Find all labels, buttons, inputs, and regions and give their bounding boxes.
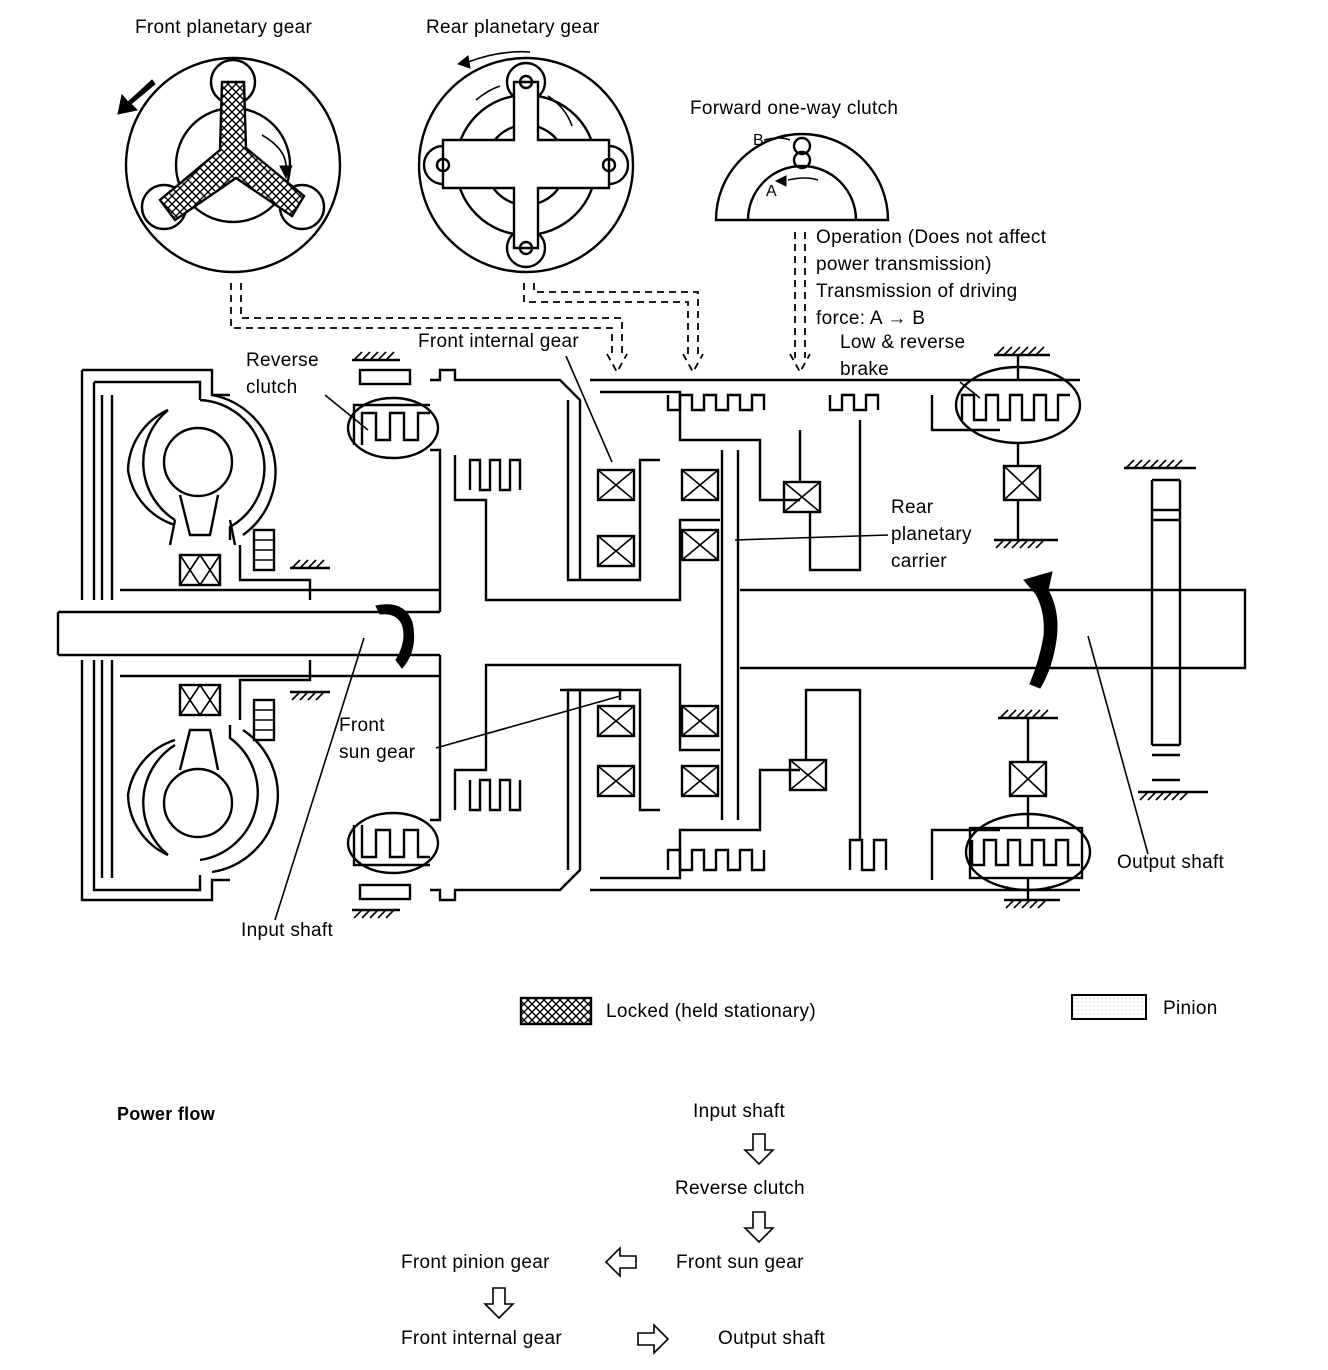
flow-front-sun-gear: Front sun gear xyxy=(676,1252,804,1273)
operation-note-line-4: force: A → B xyxy=(816,308,926,329)
flow-front-internal-gear: Front internal gear xyxy=(401,1328,562,1349)
operation-note-line-2: power transmission) xyxy=(816,254,992,275)
output-gear-drawing xyxy=(1124,459,1208,801)
output-shaft-label: Output shaft xyxy=(1117,852,1225,873)
rear-planetary-gear-label: Rear planetary gear xyxy=(426,17,600,38)
rear-planetary-gear-drawing xyxy=(417,50,635,274)
low-reverse-brake-label: Low & reverse brake xyxy=(840,329,965,383)
leader-lines xyxy=(274,355,1149,921)
front-internal-gear-label: Front internal gear xyxy=(418,331,579,352)
reverse-clutch-label: Reverse clutch xyxy=(246,347,319,401)
power-flow-arrows xyxy=(483,1133,775,1355)
arrow-right xyxy=(637,1323,670,1355)
input-shaft-label: Input shaft xyxy=(241,920,334,941)
front-sun-gear-label: Front sun gear xyxy=(339,712,415,766)
low-reverse-brake-drawing xyxy=(954,346,1092,909)
reverse-clutch-line-1: Reverse xyxy=(246,350,319,371)
flow-input-shaft: Input shaft xyxy=(693,1101,786,1122)
legend-drawing xyxy=(519,994,1147,1026)
arrow-left xyxy=(604,1246,637,1278)
arrow-down-3 xyxy=(483,1287,515,1320)
front-planetary-gear-label: Front planetary gear xyxy=(135,17,313,38)
locked-swatch xyxy=(519,996,593,1026)
low-reverse-brake-line-2: brake xyxy=(840,359,890,380)
arrow-down-1 xyxy=(743,1133,775,1166)
front-sun-gear-line-2: sun gear xyxy=(339,742,416,763)
pinion-swatch xyxy=(1071,994,1147,1020)
center-drums-drawing xyxy=(453,378,1080,892)
rear-planetary-carrier-label: Rear planetary carrier xyxy=(891,494,972,575)
front-sun-gear-line-1: Front xyxy=(339,715,385,736)
flow-output-shaft: Output shaft xyxy=(718,1328,826,1349)
rear-planetary-carrier-line-2: planetary xyxy=(891,524,972,545)
operation-note-line-1: Operation (Does not affect xyxy=(816,227,1047,248)
rear-planetary-carrier-line-3: carrier xyxy=(891,551,947,572)
flow-front-pinion-gear: Front pinion gear xyxy=(401,1252,550,1273)
reverse-clutch-drawing xyxy=(346,351,582,919)
power-flow-title: Power flow xyxy=(117,1104,216,1124)
front-planetary-gear-drawing xyxy=(117,56,342,274)
legend-pinion-label: Pinion xyxy=(1163,998,1218,1019)
main-shaft-drawing xyxy=(56,571,1247,689)
torque-converter-drawing xyxy=(80,368,330,902)
operation-note: Operation (Does not affect power transmi… xyxy=(816,224,1046,332)
rear-clutches-drawing xyxy=(666,393,1000,880)
legend-locked-label: Locked (held stationary) xyxy=(606,1001,816,1022)
rear-planetary-carrier-line-1: Rear xyxy=(891,497,934,518)
arrow-down-2 xyxy=(743,1211,775,1244)
forward-one-way-clutch-drawing xyxy=(714,132,890,222)
dashed-guide-arrows xyxy=(230,232,811,374)
flow-reverse-clutch: Reverse clutch xyxy=(675,1178,805,1199)
low-reverse-brake-line-1: Low & reverse xyxy=(840,332,966,353)
point-a-label: A xyxy=(766,183,777,200)
reverse-clutch-line-2: clutch xyxy=(246,377,298,398)
forward-one-way-clutch-label: Forward one-way clutch xyxy=(690,98,899,119)
point-b-label: B xyxy=(753,132,764,149)
operation-note-line-3: Transmission of driving xyxy=(816,281,1018,302)
